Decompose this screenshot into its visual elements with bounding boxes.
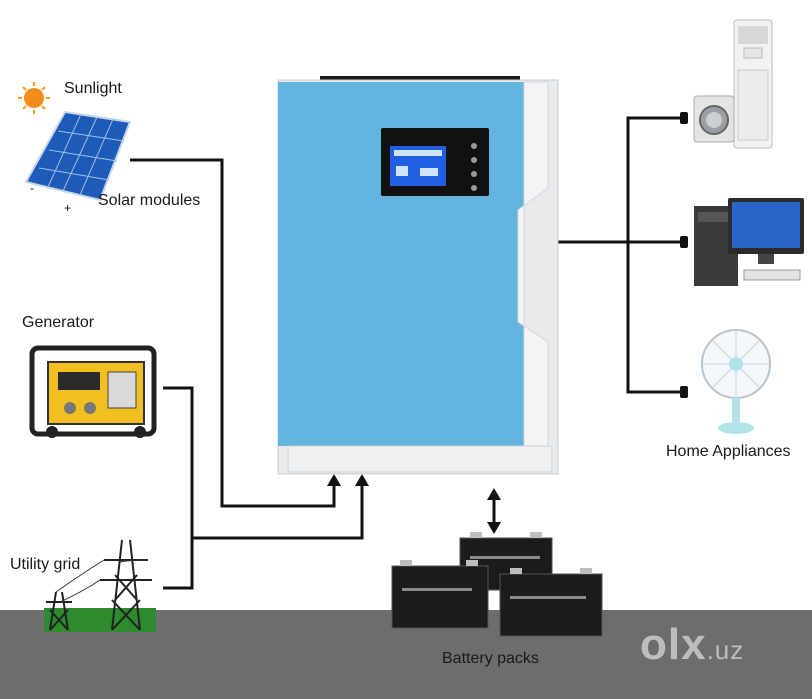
home-appliances-label: Home Appliances [666,443,791,460]
computer-icon [694,198,804,286]
svg-text:-: - [30,181,34,195]
arrowheads [327,474,501,534]
air-conditioner-icon [733,19,773,149]
plug-icons [680,112,688,398]
connection-lines [130,116,684,590]
svg-text:+: + [64,201,71,215]
sun-icon [18,82,50,114]
power-tower-icon [44,539,156,632]
battery-packs-icon [391,532,603,637]
battery-packs-label: Battery packs [442,650,539,667]
solar-panel-icon: - + [24,110,132,215]
solar-modules-label: Solar modules [98,192,201,209]
inverter-unit [277,76,559,475]
generator-icon [29,345,157,438]
fan-icon [701,329,771,434]
washing-machine-icon [693,95,735,143]
sunlight-label: Sunlight [64,80,122,97]
utility-grid-label: Utility grid [10,556,81,573]
generator-label: Generator [22,314,95,331]
watermark-logo: olx.uz [640,620,745,669]
